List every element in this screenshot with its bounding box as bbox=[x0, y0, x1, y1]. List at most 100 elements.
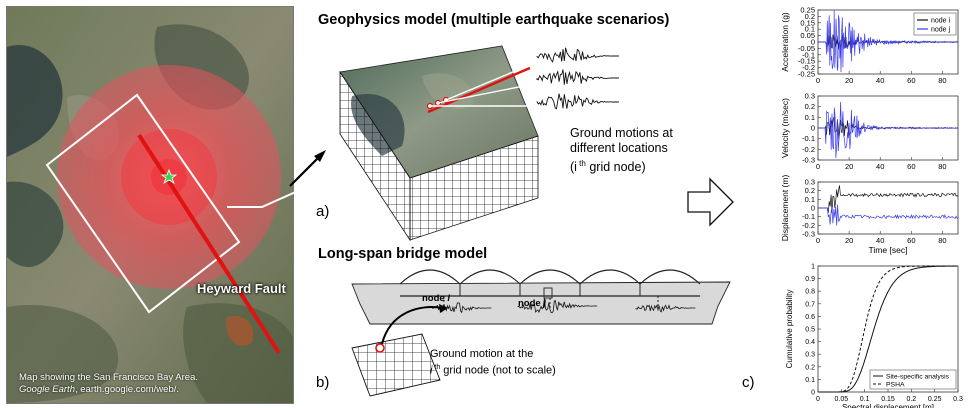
y-tick-label: 0.2 bbox=[805, 12, 815, 21]
x-tick-label: 40 bbox=[876, 162, 884, 171]
x-tick-label: 20 bbox=[845, 162, 853, 171]
y-tick-label: 0.9 bbox=[805, 276, 815, 283]
x-tick-label: 20 bbox=[845, 236, 853, 245]
y-tick-label: 0.2 bbox=[805, 102, 815, 111]
legend-entry: Site-specific analysis bbox=[886, 374, 950, 381]
x-axis-label: Spectral displacement [m] bbox=[842, 403, 934, 408]
model-fault-line bbox=[427, 66, 531, 114]
y-axis-label: Displacement (m) bbox=[780, 175, 790, 242]
y-axis-label: Acceleration (g) bbox=[780, 12, 790, 72]
y-axis-label: Velocity (m/sec) bbox=[780, 98, 790, 158]
series-line-node-j bbox=[818, 204, 959, 226]
charts-column: 0.250.20.150.10.050-0.05-0.1-0.15-0.2-0.… bbox=[780, 6, 963, 408]
x-tick-label: 0.3 bbox=[953, 396, 963, 403]
ground-motion-wave bbox=[536, 47, 619, 63]
x-tick-label: 0 bbox=[816, 396, 820, 403]
y-tick-label: 0.25 bbox=[800, 6, 815, 15]
y-tick-label: 1 bbox=[811, 264, 815, 271]
y-tick-label: 0.7 bbox=[805, 301, 815, 308]
y-tick-label: 0 bbox=[811, 204, 815, 213]
psha-curve bbox=[818, 265, 958, 393]
x-tick-label: 40 bbox=[876, 236, 884, 245]
y-tick-label: 0 bbox=[811, 38, 815, 47]
y-tick-label: 0.5 bbox=[805, 327, 815, 334]
waveforms-icon bbox=[536, 47, 619, 110]
epicenter-star-icon bbox=[160, 168, 178, 184]
y-tick-label: 0.8 bbox=[805, 289, 815, 296]
legend-entry: node j bbox=[931, 27, 951, 34]
flow-arrow-icon bbox=[687, 177, 734, 227]
x-tick-label: 0.1 bbox=[860, 396, 870, 403]
x-tick-label: 0 bbox=[816, 76, 820, 85]
node-i-label: node i bbox=[422, 293, 450, 304]
series-line-node-j bbox=[818, 10, 958, 73]
x-axis-label: Time [sec] bbox=[869, 245, 908, 255]
y-tick-label: -0.1 bbox=[802, 212, 815, 221]
y-tick-label: 0.1 bbox=[805, 25, 815, 34]
x-tick-label: 0.25 bbox=[928, 396, 942, 403]
grid-node-marker bbox=[375, 343, 385, 353]
bridge-title: Long-span bridge model bbox=[318, 246, 488, 262]
y-tick-label: 0.1 bbox=[805, 195, 815, 204]
x-tick-label: 20 bbox=[845, 76, 853, 85]
x-tick-label: 80 bbox=[938, 236, 946, 245]
y-tick-label: 0.4 bbox=[805, 339, 815, 346]
fault-label: Heyward Fault bbox=[197, 281, 286, 296]
y-axis-label: Cumulative probability bbox=[785, 290, 794, 369]
y-tick-label: 0.2 bbox=[805, 364, 815, 371]
geophysics-title: Geophysics model (multiple earthquake sc… bbox=[318, 12, 670, 28]
cdf-legend bbox=[869, 369, 957, 390]
model-footprint bbox=[45, 93, 241, 314]
ground-motion-wave bbox=[536, 93, 619, 110]
y-tick-label: 0 bbox=[811, 390, 815, 397]
y-tick-label: 0.6 bbox=[805, 314, 815, 321]
panel-label-a: a) bbox=[316, 203, 330, 220]
y-tick-label: 0.1 bbox=[805, 113, 815, 122]
bridge-ground-wave bbox=[517, 298, 598, 314]
y-tick-label: -0.3 bbox=[802, 156, 815, 165]
x-tick-label: 60 bbox=[907, 236, 915, 245]
bridge-note: Ground motion at the i th grid node (not… bbox=[430, 348, 556, 377]
x-tick-label: 60 bbox=[907, 76, 915, 85]
ground-motion-wave bbox=[536, 69, 619, 85]
y-tick-label: -0.3 bbox=[802, 230, 815, 239]
bridge-diagram bbox=[351, 269, 731, 397]
y-tick-label: -0.15 bbox=[798, 57, 815, 66]
y-tick-label: 0 bbox=[811, 124, 815, 133]
legend-entry: node i bbox=[931, 18, 951, 25]
y-tick-label: 0.2 bbox=[805, 186, 815, 195]
panel-label-b: b) bbox=[316, 374, 330, 391]
y-tick-label: -0.1 bbox=[802, 134, 815, 143]
x-tick-label: 80 bbox=[938, 76, 946, 85]
x-tick-label: 0.2 bbox=[906, 396, 916, 403]
y-tick-label: 0.15 bbox=[800, 18, 815, 27]
y-tick-label: 0.05 bbox=[800, 31, 815, 40]
chart-frame bbox=[817, 181, 959, 235]
fault-line bbox=[137, 133, 281, 355]
y-tick-label: 0.3 bbox=[805, 352, 815, 359]
map-graphic bbox=[7, 7, 293, 403]
map-caption: Map showing the San Francisco Bay Area. … bbox=[19, 372, 199, 395]
series-line-node-i bbox=[818, 185, 959, 214]
x-tick-label: 0.15 bbox=[881, 396, 895, 403]
geophysics-block bbox=[339, 45, 619, 242]
x-tick-label: 0 bbox=[816, 236, 820, 245]
x-tick-label: 0 bbox=[816, 162, 820, 171]
node-assign-arrow bbox=[381, 306, 443, 345]
satellite-map: Heyward Fault Map showing the San Franci… bbox=[6, 6, 294, 404]
y-tick-label: -0.1 bbox=[802, 50, 815, 59]
panel-label-c: c) bbox=[742, 374, 755, 391]
legend-entry: PSHA bbox=[886, 382, 905, 389]
y-tick-label: 0.3 bbox=[805, 92, 815, 101]
y-tick-label: -0.05 bbox=[798, 44, 815, 53]
node-j-label: node j bbox=[518, 298, 546, 309]
y-tick-label: -0.2 bbox=[802, 145, 815, 154]
y-tick-label: -0.2 bbox=[802, 63, 815, 72]
y-tick-label: -0.2 bbox=[802, 221, 815, 230]
y-tick-label: 0.3 bbox=[805, 178, 815, 187]
series-line-node-j bbox=[818, 101, 959, 159]
map-to-model-arrow bbox=[289, 157, 319, 187]
geophysics-note: Ground motions at different locations (i… bbox=[570, 126, 673, 175]
x-tick-label: 60 bbox=[907, 162, 915, 171]
